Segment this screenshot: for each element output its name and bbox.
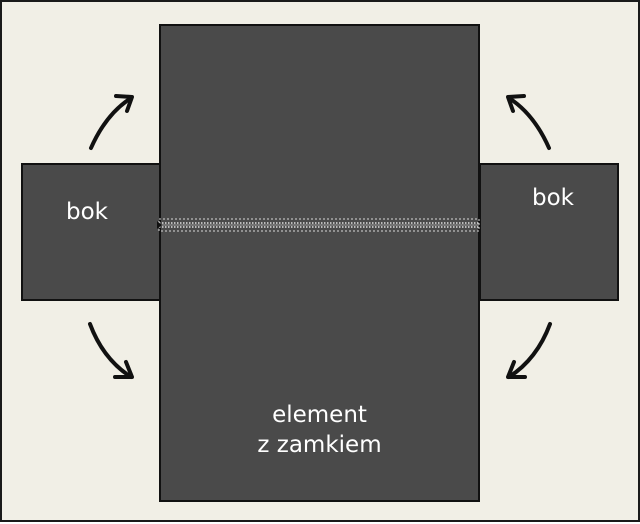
zipper-icon — [157, 218, 480, 232]
side-panel-left — [21, 163, 161, 301]
side-label-left: bok — [66, 199, 108, 225]
main-panel-zipper-element — [159, 24, 480, 502]
curved-arrow-icon-bottom-left — [88, 322, 134, 379]
curved-arrow-icon-bottom-right — [506, 322, 552, 379]
side-panel-right — [479, 163, 619, 301]
curved-arrow-icon-top-right — [506, 94, 551, 150]
curved-arrow-icon-top-left — [89, 94, 134, 150]
side-label-right: bok — [532, 185, 574, 211]
main-label-line-1: element — [272, 402, 367, 428]
main-label-line-2: z zamkiem — [257, 432, 382, 458]
main-panel-label: element z zamkiem — [159, 400, 480, 460]
